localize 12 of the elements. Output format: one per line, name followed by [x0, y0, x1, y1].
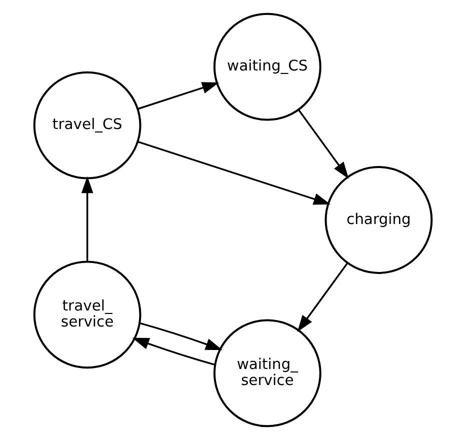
node-circle: waiting_ service: [213, 319, 322, 428]
node-circle: travel_CS: [33, 71, 142, 180]
arrow: [297, 262, 348, 332]
arrow: [140, 322, 222, 350]
node-circle: travel_ service: [33, 260, 142, 369]
arrow: [81, 176, 94, 262]
arrow: [298, 109, 349, 179]
node-circle: charging: [324, 166, 433, 274]
arrow: [138, 82, 220, 110]
arrow: [138, 140, 331, 205]
node-circle: waiting_CS: [213, 12, 322, 121]
arrow: [132, 338, 215, 366]
